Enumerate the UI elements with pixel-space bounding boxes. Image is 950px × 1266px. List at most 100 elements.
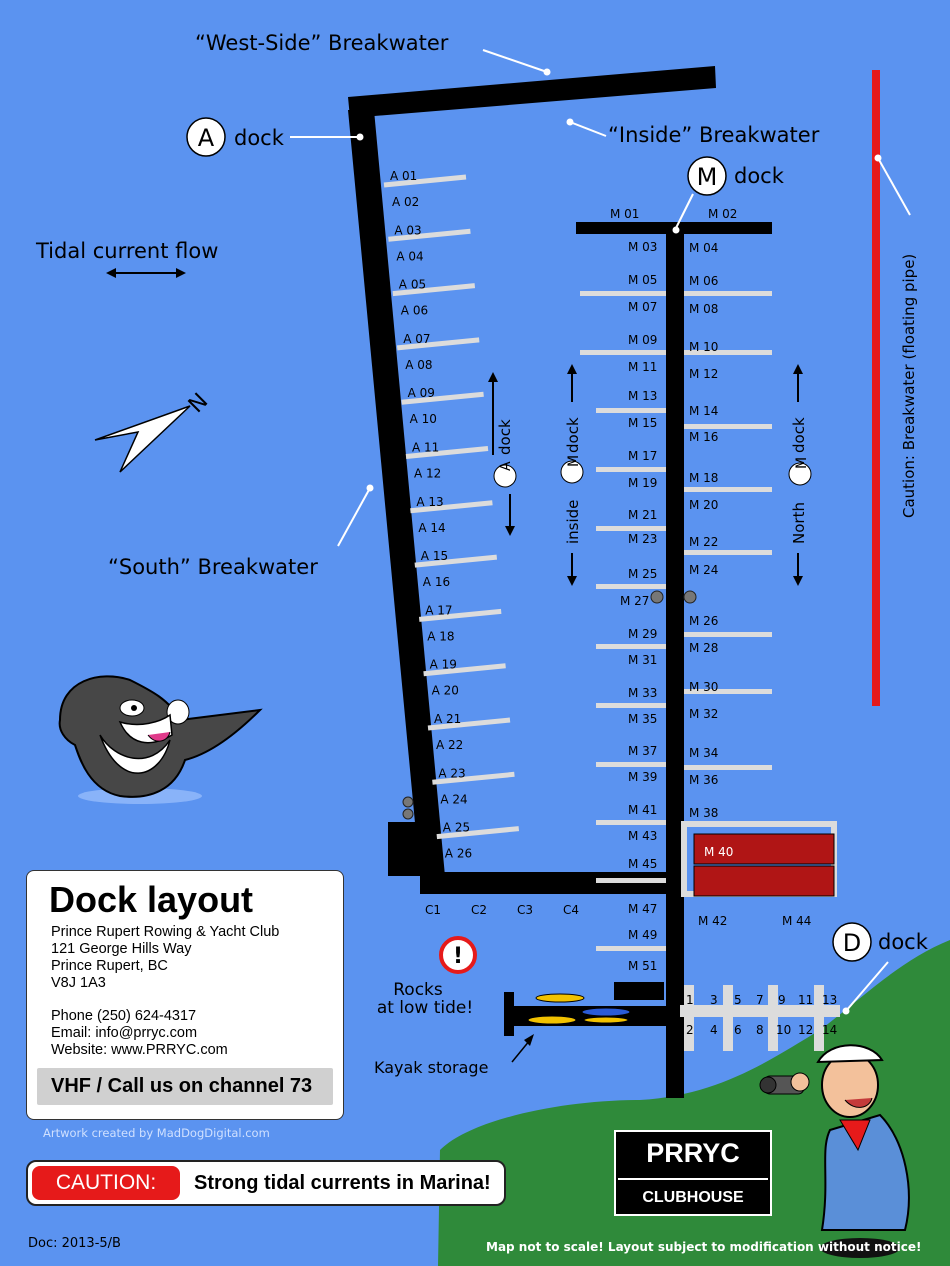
d-slip-label: 6: [734, 1023, 742, 1037]
m-east-slip-label: M 18: [689, 471, 718, 485]
south-breakwater-leader: [337, 487, 371, 547]
m-west-finger: [596, 644, 666, 649]
a-slip-label: A 15: [421, 549, 448, 563]
m-east-finger: [684, 632, 772, 637]
d-slip-label: 1: [686, 993, 694, 1007]
m-east-slip-label: M 22: [689, 535, 718, 549]
north-m-dock-side-label: dock M North: [788, 364, 812, 586]
a-slip-label: A 03: [394, 223, 421, 237]
m-west-finger: [580, 291, 666, 296]
m-east-slip-label: M 26: [689, 614, 718, 628]
c-slip-label: C2: [471, 903, 487, 917]
shore-land: [438, 940, 950, 1266]
m-west-finger: [596, 467, 666, 472]
info-panel: Dock layout Prince Rupert Rowing & Yacht…: [26, 870, 344, 1120]
d-slip-label: 11: [798, 993, 813, 1007]
m-dock-letter: M: [697, 163, 718, 191]
m-west-slip-label: M 37: [628, 744, 657, 758]
a-dock-finger: [383, 174, 467, 188]
a-slip-label: A 17: [425, 603, 452, 617]
a-slip-label: A 01: [390, 169, 417, 183]
d-slip-label: 14: [822, 1023, 837, 1037]
west-breakwater-leader: [482, 49, 548, 73]
m-west-slip-label: M 15: [628, 416, 657, 430]
a-slip-label: A 18: [427, 629, 454, 643]
d-dock-letter: D: [843, 929, 861, 957]
caution-floating-pipe: [872, 70, 880, 706]
a-dock-word: dock: [234, 126, 285, 150]
d-slip-label: 8: [756, 1023, 764, 1037]
artwork-credit[interactable]: Artwork created by MadDogDigital.com: [43, 1126, 270, 1140]
m44-label: M 44: [782, 914, 811, 928]
m42-label: M 42: [698, 914, 727, 928]
a-slip-label: A 11: [412, 441, 439, 455]
a-dock-finger: [432, 771, 515, 785]
d-dock-word: dock: [878, 930, 929, 954]
rocks-label-1: Rocks: [393, 980, 443, 1000]
a-dock-finger: [423, 663, 506, 677]
kayak-storage-post: [504, 992, 514, 1036]
leader-dot: [874, 154, 882, 162]
caution-banner: CAUTION: Strong tidal currents in Marina…: [26, 1160, 506, 1206]
d-slip-label: 3: [710, 993, 718, 1007]
a-dock-side-word: dock: [496, 419, 514, 455]
m-east-slip-label: M 10: [689, 340, 718, 354]
m-west-slip-label: M 47: [628, 902, 657, 916]
tidal-current-label: Tidal current flow: [35, 239, 218, 263]
kayak-icon: [527, 993, 631, 1025]
m-east-slip-label: M 20: [689, 498, 718, 512]
m-west-slip-label: M 25: [628, 567, 657, 581]
a-slip-label: A 06: [401, 304, 428, 318]
a-dock-finger: [388, 228, 471, 242]
a-slip-label: A 07: [403, 332, 430, 346]
m-west-slip-label: M 21: [628, 508, 657, 522]
a-slip-label: A 27: [447, 875, 474, 889]
club-website[interactable]: Website: www.PRRYC.com: [51, 1042, 228, 1058]
m-west-slip-label: M 51: [628, 959, 657, 973]
doc-reference: Doc: 2013-5/B: [28, 1236, 121, 1251]
m-west-slip-label: M 27: [620, 594, 649, 608]
clubhouse-sub: CLUBHOUSE: [618, 1178, 768, 1216]
m02-label: M 02: [708, 207, 737, 221]
m-east-slip-label: M 14: [689, 404, 718, 418]
m40-slip-lower: [693, 865, 835, 897]
a-dock-finger: [436, 826, 520, 840]
clubhouse-sign: PRRYC CLUBHOUSE: [614, 1130, 772, 1216]
club-email[interactable]: Email: info@prryc.com: [51, 1025, 198, 1041]
m-west-finger: [596, 526, 666, 531]
a-slip-label: A 14: [418, 521, 445, 535]
compass-letter: N: [184, 389, 213, 418]
m-east-slip-label: M 28: [689, 641, 718, 655]
m-west-slip-label: M 39: [628, 770, 657, 784]
club-street: 121 George Hills Way: [51, 941, 192, 957]
a-slip-label: A 08: [405, 358, 432, 372]
a-dock-finger: [418, 608, 502, 622]
a-slip-label: A 04: [396, 249, 423, 263]
d-slip-label: 13: [822, 993, 837, 1007]
m-dock-side-word: dock: [564, 417, 582, 453]
kayak-storage-label: Kayak storage: [374, 1058, 488, 1077]
m-east-slip-label: M 08: [689, 302, 718, 316]
vhf-channel-bar: VHF / Call us on channel 73: [37, 1068, 333, 1105]
d-dock-leader: [845, 961, 889, 1012]
a-dock-finger: [396, 337, 480, 351]
m-west-finger: [596, 408, 666, 413]
c-slip-label: C4: [563, 903, 579, 917]
d-slip-label: 9: [778, 993, 786, 1007]
leader-dot: [543, 68, 551, 76]
m-dock-slip-labels: M 03M 05M 07M 09M 11M 13M 15M 17M 19M 21…: [620, 240, 718, 973]
m-dock-side-letter: M: [566, 455, 582, 467]
m-east-slip-label: M 16: [689, 430, 718, 444]
a-slip-label: A 23: [438, 766, 465, 780]
south-breakwater-label: “South” Breakwater: [108, 555, 318, 579]
kayak-storage-arrow: [511, 1039, 531, 1063]
m-west-slip-label: M 23: [628, 532, 657, 546]
caution-text: Strong tidal currents in Marina!: [194, 1172, 491, 1194]
a-slip-label: A 22: [436, 738, 463, 752]
m-east-finger: [684, 350, 772, 355]
warning-symbol: !: [453, 944, 463, 969]
a-dock-finger: [405, 446, 489, 459]
clubhouse-name: PRRYC: [646, 1138, 740, 1168]
club-phone[interactable]: Phone (250) 624-4317: [51, 1008, 197, 1024]
